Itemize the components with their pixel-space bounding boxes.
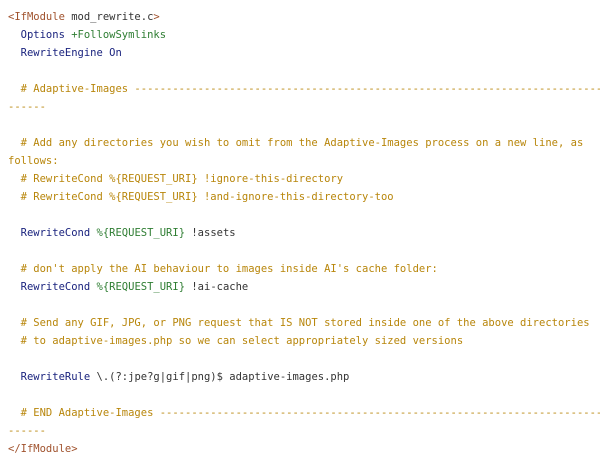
code-token-var: %{REQUEST_URI} — [96, 281, 186, 293]
code-line: # END Adaptive-Images ------------------… — [8, 404, 600, 422]
code-token-comment: # Adaptive-Images ----------------------… — [8, 83, 600, 95]
code-line: ------ — [8, 98, 592, 116]
code-token-var: %{REQUEST_URI} — [96, 227, 186, 239]
code-token-flag: +FollowSymlinks — [71, 29, 167, 41]
code-line: ------ — [8, 422, 592, 440]
code-token-comment: # RewriteCond %{REQUEST_URI} !ignore-thi… — [8, 173, 344, 185]
code-line — [8, 62, 592, 80]
code-line: # to adaptive-images.php so we can selec… — [8, 332, 592, 350]
code-token-comment: ------ — [8, 425, 46, 437]
code-token-directive: RewriteEngine On — [8, 47, 122, 59]
code-token-plain: !ai-cache — [185, 281, 249, 293]
code-token-tag: <IfModule — [8, 11, 72, 23]
code-token-comment: # to adaptive-images.php so we can selec… — [8, 335, 464, 347]
code-token-directive: RewriteCond — [8, 281, 97, 293]
code-line — [8, 116, 592, 134]
code-token-plain: \.(?:jpe?g|gif|png)$ adaptive-images.php — [96, 371, 350, 383]
code-token-directive: RewriteCond — [8, 227, 97, 239]
code-token-comment: ------ — [8, 101, 46, 113]
code-line — [8, 206, 592, 224]
code-line: # RewriteCond %{REQUEST_URI} !ignore-thi… — [8, 170, 592, 188]
code-line — [8, 242, 592, 260]
code-line — [8, 386, 592, 404]
code-line: <IfModule mod_rewrite.c> — [8, 8, 592, 26]
code-line — [8, 296, 592, 314]
code-token-directive: RewriteRule — [8, 371, 97, 383]
code-line: RewriteEngine On — [8, 44, 592, 62]
code-token-comment: # don't apply the AI behaviour to images… — [8, 263, 438, 275]
code-line: RewriteCond %{REQUEST_URI} !assets — [8, 224, 592, 242]
code-token-comment: # Add any directories you wish to omit f… — [8, 137, 584, 149]
code-line: # Adaptive-Images ----------------------… — [8, 80, 600, 98]
code-line: # don't apply the AI behaviour to images… — [8, 260, 592, 278]
code-line: RewriteRule \.(?:jpe?g|gif|png)$ adaptiv… — [8, 368, 592, 386]
code-token-plain: mod_rewrite.c — [71, 11, 154, 23]
code-line: # Send any GIF, JPG, or PNG request that… — [8, 314, 592, 332]
code-line: # RewriteCond %{REQUEST_URI} !and-ignore… — [8, 188, 592, 206]
code-line: follows: — [8, 152, 592, 170]
code-line: # Add any directories you wish to omit f… — [8, 134, 592, 152]
code-line: RewriteCond %{REQUEST_URI} !ai-cache — [8, 278, 592, 296]
code-line: Options +FollowSymlinks — [8, 26, 592, 44]
code-token-comment: # Send any GIF, JPG, or PNG request that… — [8, 317, 590, 329]
code-line — [8, 350, 592, 368]
code-token-comment: # RewriteCond %{REQUEST_URI} !and-ignore… — [8, 191, 394, 203]
code-line: </IfModule> — [8, 440, 592, 458]
code-token-plain: !assets — [185, 227, 236, 239]
code-token-comment: # END Adaptive-Images ------------------… — [8, 407, 600, 419]
code-token-tag: > — [153, 11, 160, 23]
code-token-comment: follows: — [8, 155, 59, 167]
code-token-directive: Options — [8, 29, 72, 41]
code-token-tag: </IfModule> — [8, 443, 78, 455]
